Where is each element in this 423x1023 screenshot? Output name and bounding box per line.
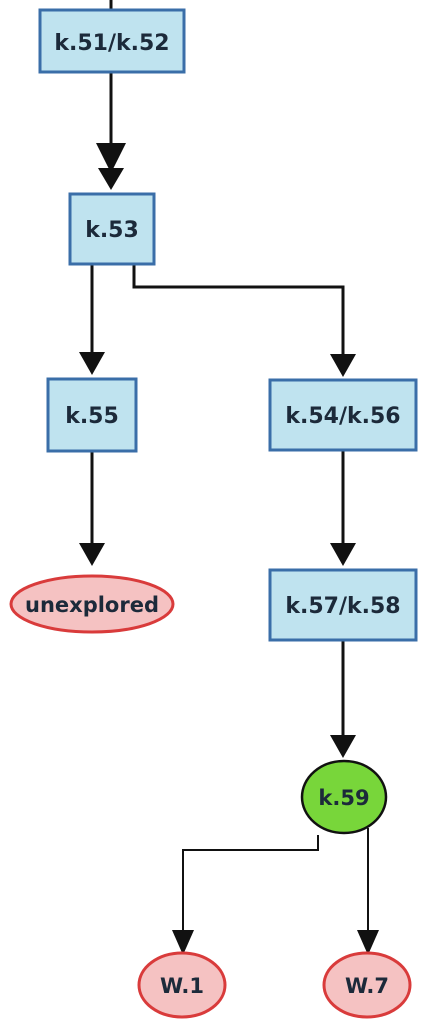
edge-k53-to-k54: [132, 265, 345, 356]
node-k54-k56: k.54/k.56: [268, 378, 418, 452]
node-k57-k58-label: k.57/k.58: [285, 594, 400, 619]
node-w7-label: W.7: [345, 974, 389, 998]
node-k51-k52-label: k.51/k.52: [54, 31, 169, 56]
arrowhead-unexplored: [79, 543, 105, 566]
node-unexplored: unexplored: [9, 574, 175, 634]
node-k53: k.53: [68, 192, 156, 266]
node-k51-k52: k.51/k.52: [38, 8, 186, 74]
edges: [79, 0, 379, 955]
arrowhead-k57: [330, 543, 356, 566]
node-k53-box: [68, 192, 156, 266]
arrowhead-w1: [172, 930, 194, 955]
arrowhead-k59: [330, 735, 356, 758]
node-w1-label: W.1: [160, 974, 204, 998]
node-k54-k56-label: k.54/k.56: [285, 404, 400, 429]
node-k59-label: k.59: [318, 786, 369, 810]
node-w7: W.7: [322, 951, 412, 1019]
node-k51-k52-box: [38, 8, 186, 74]
edge-k59-to-w1: [182, 835, 319, 935]
node-unexplored-label: unexplored: [25, 593, 159, 617]
node-k55: k.55: [46, 377, 138, 453]
arrowhead-k54: [330, 354, 356, 377]
node-w1-ellipse: [137, 951, 227, 1019]
node-k59-ellipse: [300, 759, 388, 835]
node-w1: W.1: [137, 951, 227, 1019]
node-k59: k.59: [300, 759, 388, 835]
node-k55-label: k.55: [65, 404, 119, 429]
arrowhead-k53: [98, 168, 124, 190]
arrowhead-w7: [357, 930, 379, 955]
arrowhead-k55: [79, 352, 105, 375]
node-k55-box: [46, 377, 138, 453]
node-unexplored-ellipse: [9, 574, 175, 634]
node-k57-k58: k.57/k.58: [268, 568, 418, 642]
node-w7-ellipse: [322, 951, 412, 1019]
node-k53-label: k.53: [85, 218, 139, 243]
node-k54-k56-box: [268, 378, 418, 452]
node-k57-k58-box: [268, 568, 418, 642]
